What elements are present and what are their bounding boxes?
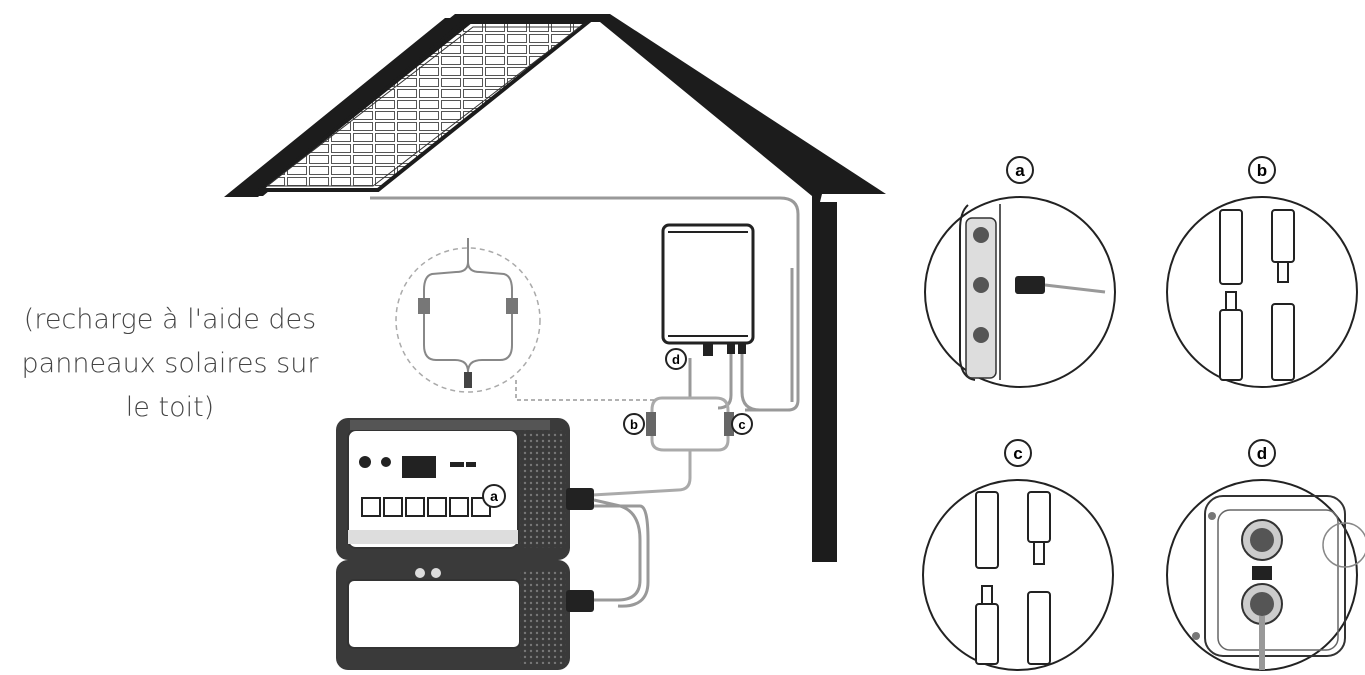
inverter-box (663, 225, 753, 356)
detail-b: b (1167, 157, 1357, 387)
detail-a: a (925, 157, 1115, 387)
expansion-battery (336, 560, 594, 670)
label-a-main: a (483, 485, 505, 507)
label-b-main: b (624, 414, 644, 434)
label-d-main: d (666, 349, 686, 369)
battery-cables (594, 500, 648, 606)
detail-b-label: b (1257, 161, 1267, 180)
detail-link-line (516, 380, 655, 400)
inverter-cables (690, 354, 790, 410)
label-a-main-text: a (490, 488, 498, 504)
y-cable-detail (396, 238, 540, 392)
detail-d: d (1167, 440, 1365, 670)
detail-c: c (923, 440, 1113, 670)
detail-d-label: d (1257, 444, 1267, 463)
connector-b-plug (646, 412, 656, 436)
detail-c-label: c (1013, 444, 1022, 463)
label-c-main: c (732, 414, 752, 434)
power-station (336, 418, 594, 560)
label-d-main-text: d (672, 352, 680, 367)
detail-a-label: a (1015, 161, 1025, 180)
label-c-main-text: c (738, 417, 745, 432)
label-b-main-text: b (630, 417, 638, 432)
